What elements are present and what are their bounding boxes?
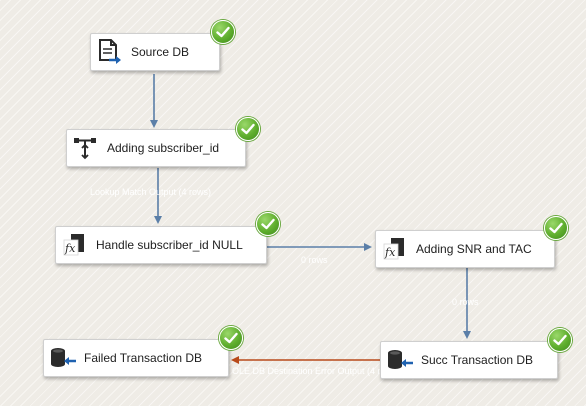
component-label: Succ Transaction DB: [421, 353, 534, 367]
component-label: Handle subscriber_id NULL: [96, 238, 243, 252]
component-label: Adding SNR and TAC: [416, 242, 532, 256]
derived-column-icon: [67, 130, 103, 166]
success-check-icon: [548, 328, 572, 352]
script-fx-icon: fx: [376, 231, 412, 267]
svg-text:fx: fx: [64, 242, 76, 255]
flow-label-succ-to-failed: OLE DB Destination Error Output (4 rows): [232, 366, 400, 376]
source-db-icon: [91, 34, 127, 70]
success-check-icon: [236, 117, 260, 141]
component-succ-transaction-db[interactable]: Succ Transaction DB: [380, 341, 558, 379]
component-failed-transaction-db[interactable]: Failed Transaction DB: [43, 339, 229, 377]
component-handle-subscriber-id-null[interactable]: fx Handle subscriber_id NULL: [55, 226, 267, 264]
success-check-icon: [219, 326, 243, 350]
svg-text:fx: fx: [384, 246, 396, 259]
component-label: Adding subscriber_id: [107, 141, 220, 155]
flow-label-adding-to-handle: Lookup Match Output (4 rows): [90, 187, 212, 197]
component-label: Failed Transaction DB: [84, 351, 203, 365]
script-fx-icon: fx: [56, 227, 92, 263]
destination-db-icon: [44, 340, 80, 376]
flow-label-snr-to-succ: 0 rows: [452, 297, 479, 307]
component-label: Source DB: [131, 45, 190, 59]
destination-db-icon: [381, 342, 417, 378]
flow-label-handle-to-snr: 0 rows: [301, 255, 328, 265]
success-check-icon: [544, 216, 568, 240]
component-adding-snr-and-tac[interactable]: fx Adding SNR and TAC: [375, 230, 555, 268]
component-source-db[interactable]: Source DB: [90, 33, 220, 71]
success-check-icon: [211, 20, 235, 44]
success-check-icon: [256, 212, 280, 236]
component-adding-subscriber-id[interactable]: Adding subscriber_id: [66, 129, 246, 167]
